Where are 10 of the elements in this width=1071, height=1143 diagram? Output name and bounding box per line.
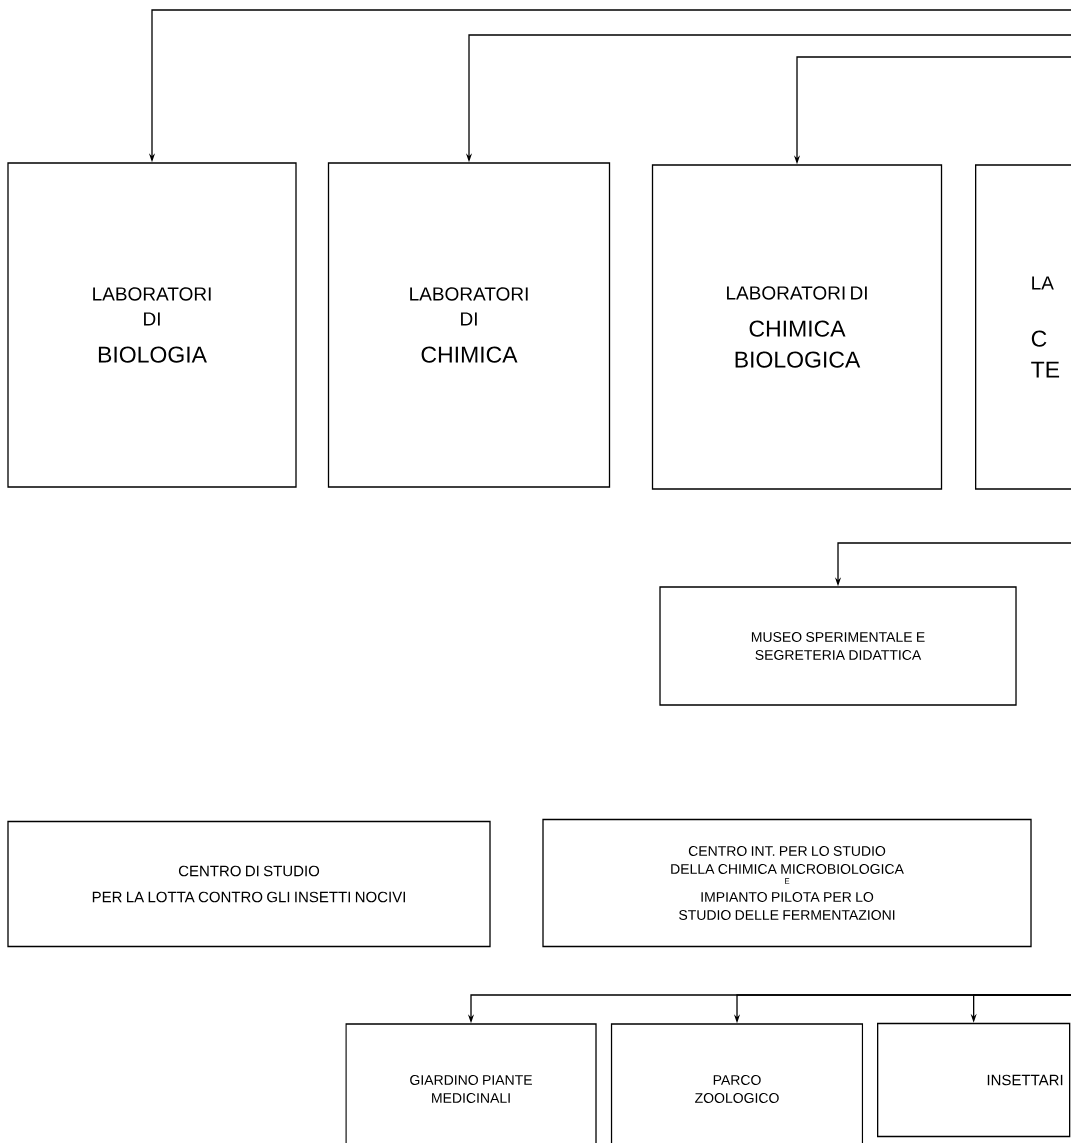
unit-box: LABORATORI DI CHIMICA BIOLOGICA bbox=[651, 164, 943, 490]
unit-box: GIARDINO PIANTE MEDICINALI bbox=[345, 1023, 597, 1143]
unit-box: LABORATORI DI BIOLOGIA bbox=[7, 162, 297, 488]
unit-box: LA C TE bbox=[975, 164, 1071, 490]
unit-box: MUSEO SPERIMENTALE E SEGRETERIA DIDATTICA bbox=[659, 586, 1017, 706]
unit-box: CENTRO DI STUDIO PER LA LOTTA CONTRO GLI INSETTI NOCIVI bbox=[7, 820, 491, 948]
unit-box: LABORATORI DI CHIMICA bbox=[327, 162, 611, 488]
unit-box: INSETTARI bbox=[877, 1022, 1071, 1138]
unit-box: CENTRO INT. PER LO STUDIO DELLA CHIMICA MICROBIOLOGICA E IMPIANTO PILOTA PER LO STUDIO DELLE FERMENTAZIONI bbox=[542, 818, 1032, 948]
unit-box: PARCO ZOOLOGICO bbox=[610, 1023, 864, 1143]
